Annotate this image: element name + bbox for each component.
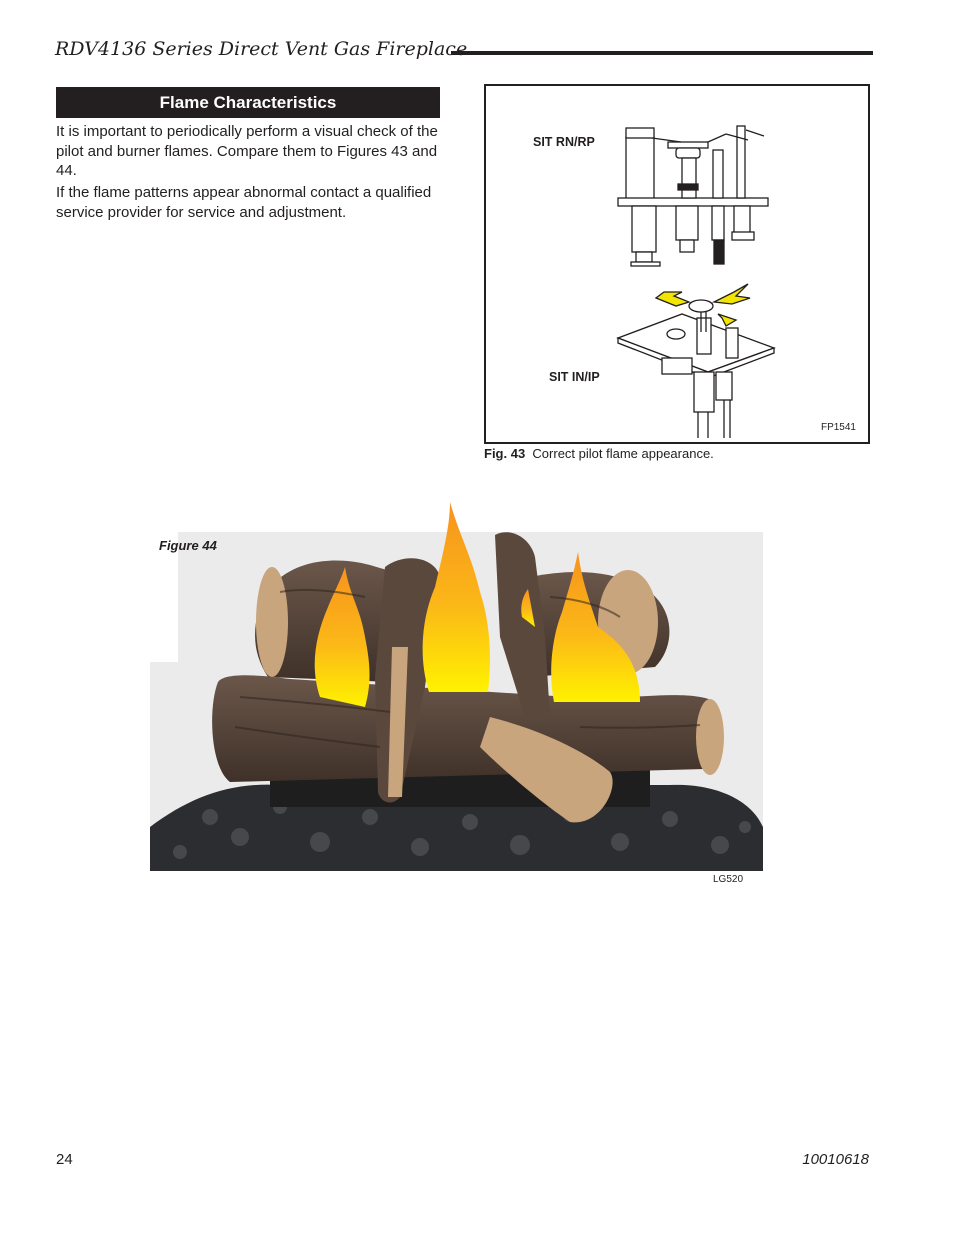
flame-center <box>422 502 490 692</box>
caption-text: Correct pilot flame appearance. <box>532 446 714 461</box>
figure-44-log-set-photo <box>150 497 763 871</box>
document-number: 10010618 <box>802 1151 869 1168</box>
flame-right <box>551 552 640 702</box>
section-heading: Flame Characteristics <box>56 87 440 118</box>
caption-number: Fig. 43 <box>484 446 526 461</box>
paragraph-visual-check: It is important to periodically perform … <box>56 123 438 179</box>
page-number: 24 <box>56 1151 73 1168</box>
label-sit-in-ip: SIT IN/IP <box>549 370 600 384</box>
label-sit-rn-rp: SIT RN/RP <box>533 135 595 149</box>
split-log <box>480 717 613 823</box>
figure-43-pilot-diagram: SIT RN/RP SIT IN/IP FP1541 <box>484 84 870 444</box>
document-title: RDV4136 Series Direct Vent Gas Fireplace <box>55 38 468 60</box>
figure-43-code: FP1541 <box>820 422 856 433</box>
pilot-assembly-drawings <box>616 125 776 438</box>
sit-rn-rp-pilot-drawing <box>617 125 769 267</box>
figure-44-label: Figure 44 <box>159 538 217 553</box>
figure-44-code: LG520 <box>713 874 744 885</box>
sit-in-ip-pilot-drawing <box>616 283 776 438</box>
figure-43-caption: Fig. 43 Correct pilot flame appearance. <box>484 446 714 461</box>
paragraph-abnormal-flame: If the flame patterns appear abnormal co… <box>56 184 432 221</box>
center-right-upright-log <box>495 532 550 717</box>
flame-left <box>314 567 370 707</box>
log-set-illustration <box>150 502 763 871</box>
header-rule <box>451 51 873 55</box>
